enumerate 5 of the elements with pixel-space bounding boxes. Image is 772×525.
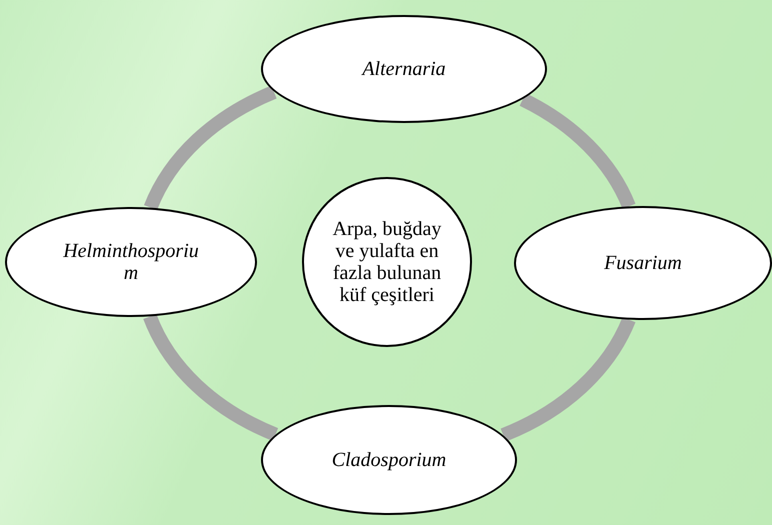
node-label: Helminthosporium [62, 240, 200, 284]
node-label: Arpa, buğday ve yulafta en fazla bulunan küf çeşitleri [332, 218, 442, 306]
node-label: Fusarium [603, 252, 683, 274]
node-label: Cladosporium [330, 449, 448, 471]
node-label: Alternaria [360, 58, 447, 80]
